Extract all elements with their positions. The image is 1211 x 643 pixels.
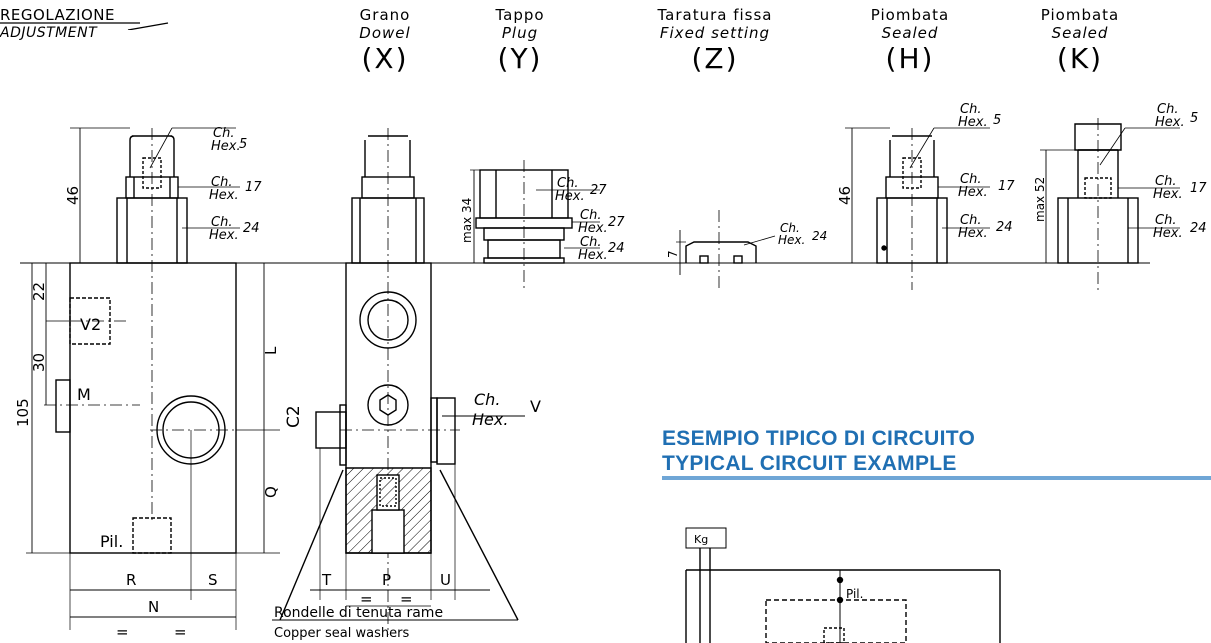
plug-hex-hex-2: Hex.	[578, 221, 608, 236]
variant-x-code: (X)	[361, 42, 409, 75]
k-hex-ch-1: Ch.	[1157, 102, 1178, 117]
fixed-hex-size: 24	[812, 229, 827, 243]
dim-max34: max 34	[460, 198, 474, 243]
dim-7: 7	[666, 250, 680, 258]
hex-hex-1: Hex.	[211, 139, 241, 154]
k-hex-ch-3: Ch.	[1155, 213, 1176, 228]
hex-size-3: 24	[243, 221, 260, 236]
hex-ch-2: Ch.	[211, 175, 232, 190]
k-hex-size-3: 24	[1190, 221, 1207, 236]
variant-z: Taratura fissa Fixed setting (Z)	[620, 6, 810, 75]
variant-z-en: Fixed setting	[659, 24, 771, 42]
adjustment-arrow-icon	[0, 22, 169, 30]
plug-hex-ch-2: Ch.	[580, 208, 601, 223]
dim-u: U	[440, 571, 451, 589]
circuit-pil: Pil.	[846, 587, 863, 601]
variant-x-it: Grano	[359, 6, 411, 24]
dim-30: 30	[30, 353, 48, 372]
k-hex-size-1: 5	[1190, 111, 1198, 126]
circuit-title-underline	[662, 476, 1211, 480]
dim-max52: max 52	[1033, 177, 1047, 222]
fixed-hex-ch: Ch.	[780, 221, 800, 235]
dim-eq-3: =	[360, 590, 373, 608]
washers-label: Rondelle di tenuta rame	[274, 605, 443, 621]
h-hex-size-3: 24	[996, 220, 1013, 235]
k-hex-hex-2: Hex.	[1153, 187, 1183, 202]
plug-hex-size-3: 24	[608, 241, 625, 256]
adjustment-sublabel: ADJUSTMENT	[0, 25, 98, 41]
variant-k-code: (K)	[1056, 42, 1104, 75]
side-hex-size: V	[530, 397, 541, 416]
hex-hex-2: Hex.	[209, 188, 239, 203]
plug-hex-hex-1: Hex.	[555, 189, 585, 204]
dim-46b: 46	[836, 186, 854, 205]
variant-k: Piombata Sealed (K)	[1025, 6, 1135, 75]
dim-s: S	[208, 571, 218, 589]
side-hex-ch: Ch.	[474, 390, 500, 409]
plug-hex-size-2: 27	[608, 215, 625, 230]
dim-n: N	[148, 598, 159, 616]
h-hex-size-2: 17	[998, 179, 1015, 194]
plug-hex-ch-1: Ch.	[557, 176, 578, 191]
variant-y-code: (Y)	[497, 42, 543, 75]
h-hex-hex-2: Hex.	[958, 185, 988, 200]
variant-z-it: Taratura fissa	[657, 6, 773, 24]
variant-h: Piombata Sealed (H)	[855, 6, 965, 75]
variant-k-it: Piombata	[1040, 6, 1120, 24]
dim-22: 22	[30, 282, 48, 301]
variant-k-en: Sealed	[1051, 24, 1109, 42]
hex-hex-3: Hex.	[209, 228, 239, 243]
h-hex-hex-1: Hex.	[958, 115, 988, 130]
side-hex-hex: Hex.	[472, 410, 508, 429]
dim-p: P	[382, 571, 391, 589]
variant-y-it: Tappo	[495, 6, 545, 24]
circuit-title-en: TYPICAL CIRCUIT EXAMPLE	[662, 452, 957, 475]
washers-sublabel: Copper seal washers	[274, 626, 409, 641]
h-hex-hex-3: Hex.	[958, 226, 988, 241]
valve-body-front	[69, 262, 237, 554]
variant-x-en: Dowel	[359, 24, 411, 42]
variant-h-it: Piombata	[870, 6, 950, 24]
port-m: M	[77, 385, 91, 404]
k-hex-size-2: 17	[1190, 181, 1207, 196]
fixed-hex-hex: Hex.	[778, 233, 805, 247]
plug-hex-ch-3: Ch.	[580, 235, 601, 250]
hex-size-2: 17	[245, 180, 262, 195]
variant-z-code: (Z)	[691, 42, 739, 75]
h-hex-ch-2: Ch.	[960, 172, 981, 187]
k-hex-hex-1: Hex.	[1155, 115, 1185, 130]
k-hex-ch-2: Ch.	[1155, 174, 1176, 189]
port-pil: Pil.	[100, 532, 123, 551]
dim-t: T	[321, 571, 332, 589]
port-c2: C2	[284, 405, 304, 428]
dim-105: 105	[14, 398, 32, 427]
variant-x: Grano Dowel (X)	[340, 6, 430, 75]
dim-eq-1: =	[116, 623, 129, 641]
dim-l: L	[262, 346, 280, 355]
circuit-title-it: ESEMPIO TIPICO DI CIRCUITO	[662, 427, 976, 450]
variant-h-code: (H)	[885, 42, 935, 75]
dim-46: 46	[64, 186, 82, 205]
hex-ch-3: Ch.	[211, 215, 232, 230]
dim-r: R	[126, 571, 136, 589]
h-hex-ch-1: Ch.	[960, 102, 981, 117]
dim-q: Q	[262, 486, 280, 498]
variant-h-en: Sealed	[881, 24, 939, 42]
circuit-kg: Kg	[694, 533, 708, 546]
k-hex-hex-3: Hex.	[1153, 226, 1183, 241]
adjustment-label: REGOLAZIONE	[0, 6, 115, 24]
plug-hex-hex-3: Hex.	[578, 248, 608, 263]
hex-size-1: 5	[239, 137, 247, 152]
h-hex-size-1: 5	[993, 113, 1001, 128]
hex-ch-1: Ch.	[213, 126, 234, 141]
dim-eq-2: =	[174, 623, 187, 641]
h-hex-ch-3: Ch.	[960, 213, 981, 228]
dim-eq-4: =	[400, 590, 413, 608]
port-v2: V2	[80, 315, 101, 334]
variant-y: Tappo Plug (Y)	[475, 6, 565, 75]
plug-hex-size-1: 27	[590, 183, 607, 198]
variant-y-en: Plug	[501, 24, 539, 42]
